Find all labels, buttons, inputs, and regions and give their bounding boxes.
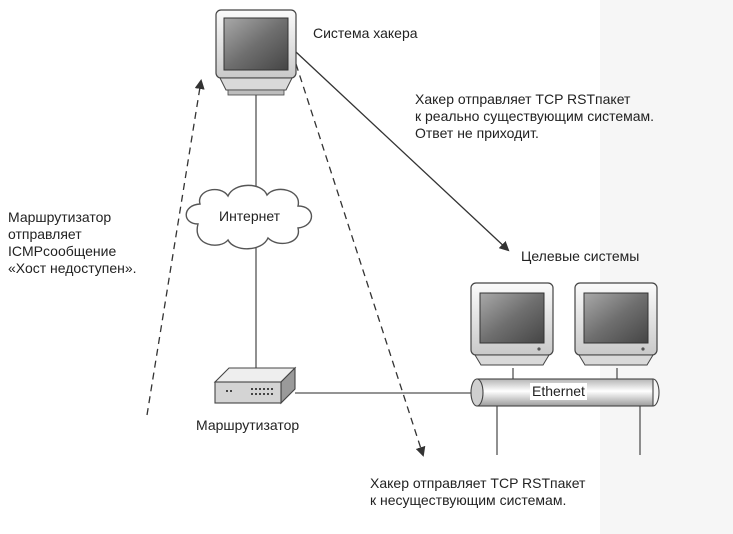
router-note-line-4: «Хост недоступен». [8, 260, 137, 276]
nonexistent-systems-note: Хакер отправляет TCP RSTпакет к несущест… [370, 475, 585, 509]
existing-note-line-2: к реально существующим системам. [415, 108, 655, 124]
arrow-to-targets [295, 51, 510, 252]
hacker-computer [215, 9, 297, 96]
router-note-line-2: отправляет [8, 226, 82, 242]
router-note-line-1: Маршрутизатор [8, 209, 112, 225]
router-device [213, 366, 297, 405]
router-icmp-note: Маршрутизатор отправляет ICMPсообщение «… [8, 209, 137, 277]
arrow-to-nonexistent [295, 63, 426, 457]
backdrop [600, 0, 733, 534]
existing-note-line-3: Ответ не приходит. [415, 125, 539, 141]
target-computer-1 [470, 282, 554, 366]
ethernet-label: Ethernet [530, 383, 587, 400]
arrows [146, 51, 510, 457]
target-systems-label: Целевые системы [521, 248, 640, 264]
target-computer-2 [574, 282, 658, 366]
existing-systems-note: Хакер отправляет TCP RSTпакет к реально … [415, 91, 654, 142]
hacker-system-label: Система хакера [313, 25, 418, 41]
internet-label: Интернет [219, 208, 281, 224]
internet-cloud [185, 184, 313, 250]
router-label: Маршрутизатор [196, 417, 300, 433]
existing-note-line-1: Хакер отправляет TCP RSTпакет [415, 91, 631, 107]
arrow-icmp-reply [146, 79, 205, 416]
links [255, 90, 641, 455]
router-note-line-3: ICMPсообщение [8, 243, 117, 259]
nonexisting-note-line-1: Хакер отправляет TCP RSTпакет [370, 475, 586, 491]
nonexisting-note-line-2: к несуществующим системам. [370, 492, 567, 508]
